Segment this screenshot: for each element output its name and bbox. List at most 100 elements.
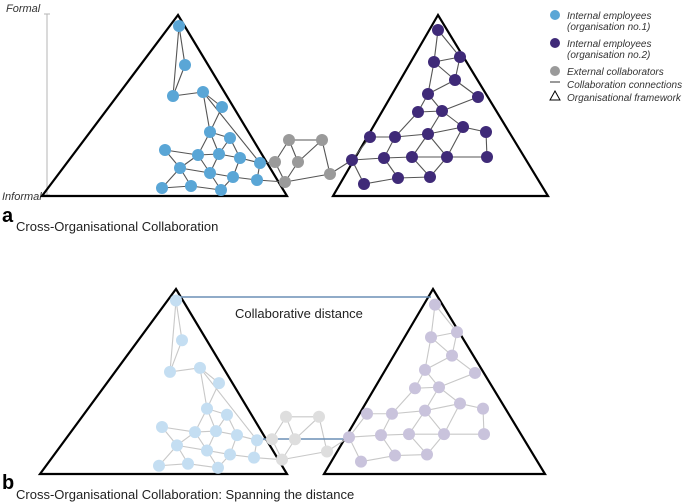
- org2-framework-triangle: [331, 12, 550, 198]
- formality-axis: Formal Informal: [2, 3, 50, 203]
- org1-employee-node: [201, 402, 213, 415]
- org2-employee-node: [389, 131, 401, 143]
- org2-employee-node: [424, 171, 436, 183]
- collaborative-distance-label: Collaborative distance: [235, 306, 363, 321]
- axis-informal-label: Informal: [2, 191, 42, 203]
- panel-a-letter: a: [2, 205, 14, 227]
- org1-employee-node: [185, 180, 197, 192]
- legend-item: Internal employees(organisation no.2): [550, 38, 652, 61]
- org2-employee-node: [449, 74, 461, 86]
- collaboration-connection: [172, 25, 180, 97]
- org2-employee-node: [406, 151, 418, 163]
- org2-employee-node: [419, 363, 431, 376]
- org1-employee-node: [254, 157, 266, 169]
- legend-label: Organisational framework: [567, 93, 682, 104]
- org2-employee-node: [422, 88, 434, 100]
- org1-employee-node: [231, 429, 243, 442]
- collaboration-connection: [199, 367, 208, 409]
- org1-employee-node: [170, 294, 182, 307]
- org1-employee-node: [153, 459, 165, 472]
- org1-employee-node: [213, 377, 225, 390]
- legend-triangle-icon: [549, 89, 561, 101]
- collaboration-connection: [202, 91, 211, 133]
- org1-employee-node: [171, 439, 183, 452]
- org2-employee-node: [477, 402, 489, 415]
- org2-framework-triangle-b: [322, 286, 547, 476]
- org2-employee-node: [436, 105, 448, 117]
- org1-employee-node: [251, 174, 263, 186]
- org2-employee-node: [451, 326, 463, 339]
- org1-employee-node: [176, 334, 188, 347]
- org1-employee-node: [221, 408, 233, 421]
- legend-item: Internal employees(organisation no.1): [550, 10, 652, 33]
- org1-employee-node: [182, 457, 194, 470]
- org2-employee-node: [386, 407, 398, 420]
- org1-employee-node: [215, 184, 227, 196]
- legend-label: Internal employees: [567, 39, 652, 50]
- org1-employee-node: [224, 448, 236, 461]
- org2-employee-node: [457, 121, 469, 133]
- org2-employee-node: [409, 382, 421, 395]
- org1-employee-node: [201, 444, 213, 457]
- org2-employee-node: [412, 106, 424, 118]
- org1-employee-node: [204, 167, 216, 179]
- external-collaborator-node: [316, 134, 328, 146]
- org2-employee-node: [425, 331, 437, 344]
- org1-employee-node: [234, 152, 246, 164]
- org1-employee-node: [194, 361, 206, 374]
- collaboration-connection: [175, 300, 183, 341]
- org2-employee-node: [478, 428, 490, 441]
- org2-employee-node: [469, 366, 481, 379]
- legend-label: (organisation no.1): [567, 22, 650, 33]
- org1-employee-node: [212, 461, 224, 474]
- panel-a-caption: Cross-Organisational Collaboration: [16, 219, 218, 234]
- org1-framework-triangle: [39, 13, 289, 198]
- panel-b-diagram: Collaborative distance: [37, 286, 547, 476]
- external-collaborator-node: [276, 453, 288, 466]
- org2-employee-node: [432, 24, 444, 36]
- org2-employee-node: [472, 91, 484, 103]
- org2-employee-node: [346, 154, 358, 166]
- legend-item: Collaboration connections: [550, 80, 682, 91]
- org2-employee-node: [441, 151, 453, 163]
- org1-employee-node: [216, 101, 228, 113]
- org1-employee-node: [204, 126, 216, 138]
- org2-employee-node: [375, 429, 387, 442]
- org2-employee-node: [433, 381, 445, 394]
- axis-formal-label: Formal: [6, 3, 41, 15]
- org1-employee-node: [248, 451, 260, 464]
- org2-employee-node: [389, 449, 401, 462]
- external-collaborator-node: [313, 410, 325, 423]
- external-collaborator-node: [280, 410, 292, 423]
- legend-label: Internal employees: [567, 11, 652, 22]
- org1-employee-node: [210, 425, 222, 438]
- org2-employee-node: [403, 428, 415, 441]
- org2-employee-node: [419, 404, 431, 417]
- org2-employee-node: [364, 131, 376, 143]
- org2-employee-node: [446, 349, 458, 362]
- org2-employee-node: [361, 407, 373, 420]
- org1-employee-node: [174, 162, 186, 174]
- legend-circle-icon: [550, 10, 560, 20]
- org1-employee-node: [179, 59, 191, 71]
- org1-employee-node: [227, 171, 239, 183]
- legend-label: External collaborators: [567, 67, 664, 78]
- external-collaborator-node: [292, 156, 304, 168]
- org1-employee-node: [213, 148, 225, 160]
- legend-item: Organisational framework: [549, 89, 682, 104]
- org2-employee-node: [438, 428, 450, 441]
- external-collaborator-node: [269, 156, 281, 168]
- org2-employee-node: [454, 397, 466, 410]
- org2-employee-node: [429, 298, 441, 311]
- panel-a-nodes: [156, 20, 493, 196]
- org2-employee-node: [454, 51, 466, 63]
- org1-employee-node: [189, 426, 201, 439]
- legend: Internal employees(organisation no.1)Int…: [549, 10, 682, 104]
- external-collaborator-node: [324, 168, 336, 180]
- org2-employee-node: [421, 448, 433, 461]
- legend-circle-icon: [550, 38, 560, 48]
- collaboration-connection: [284, 173, 331, 183]
- external-collaborator-node: [283, 134, 295, 146]
- org2-employee-node: [481, 151, 493, 163]
